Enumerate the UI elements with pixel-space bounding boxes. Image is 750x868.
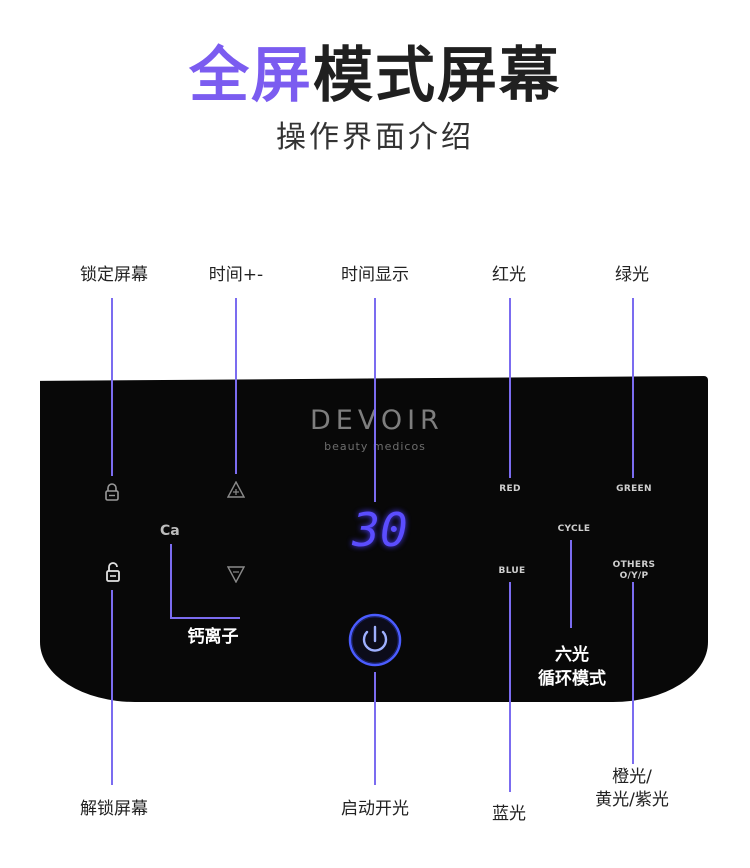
line-time-adjust bbox=[235, 298, 237, 474]
lock-icon[interactable] bbox=[104, 483, 120, 501]
label-cycle-mode: 循环模式 bbox=[538, 669, 606, 689]
title-accent: 全屏 bbox=[189, 41, 313, 111]
unlock-icon[interactable] bbox=[104, 561, 122, 583]
others-label: OTHERS bbox=[612, 560, 656, 570]
label-unlock-screen: 解锁屏幕 bbox=[80, 799, 148, 819]
label-yellow-purple-light: 黄光/紫光 bbox=[595, 790, 669, 810]
line-cycle bbox=[570, 540, 572, 628]
line-time-display bbox=[374, 298, 376, 502]
line-calcium-horizontal bbox=[170, 617, 240, 619]
others-sub-label: O/Y/P bbox=[619, 571, 649, 581]
line-lock-screen bbox=[111, 298, 113, 476]
page-subtitle: 操作界面介绍 bbox=[276, 120, 474, 155]
title-rest: 模式屏幕 bbox=[313, 41, 561, 111]
line-red-light bbox=[509, 298, 511, 478]
cycle-button[interactable]: CYCLE bbox=[557, 524, 591, 534]
label-lock-screen: 锁定屏幕 bbox=[80, 265, 148, 285]
power-icon[interactable] bbox=[347, 612, 403, 668]
label-blue-light: 蓝光 bbox=[492, 804, 526, 824]
label-calcium-ion: 钙离子 bbox=[187, 627, 239, 647]
others-button[interactable]: OTHERS O/Y/P bbox=[610, 560, 658, 582]
label-power-switch: 启动开光 bbox=[341, 799, 409, 819]
line-blue-light bbox=[509, 582, 511, 792]
green-button[interactable]: GREEN bbox=[616, 484, 652, 494]
calcium-ion-symbol: Ca bbox=[160, 523, 180, 539]
page-title: 全屏模式屏幕 bbox=[0, 40, 750, 112]
label-green-light: 绿光 bbox=[615, 265, 649, 285]
label-orange-light: 橙光/ bbox=[612, 767, 652, 787]
plus-triangle-icon[interactable] bbox=[227, 481, 245, 498]
red-button[interactable]: RED bbox=[499, 484, 521, 494]
line-unlock-screen bbox=[111, 590, 113, 785]
minus-triangle-icon[interactable] bbox=[227, 566, 245, 583]
line-calcium-vertical bbox=[170, 544, 172, 619]
label-red-light: 红光 bbox=[492, 265, 526, 285]
line-power-switch bbox=[374, 672, 376, 785]
blue-button[interactable]: BLUE bbox=[498, 566, 526, 576]
line-others-light bbox=[632, 582, 634, 764]
label-time-adjust: 时间+- bbox=[208, 265, 264, 285]
label-time-display: 时间显示 bbox=[341, 265, 409, 285]
time-display-value: 30 bbox=[352, 503, 408, 557]
label-six-light: 六光 bbox=[555, 645, 589, 665]
line-green-light bbox=[632, 298, 634, 478]
